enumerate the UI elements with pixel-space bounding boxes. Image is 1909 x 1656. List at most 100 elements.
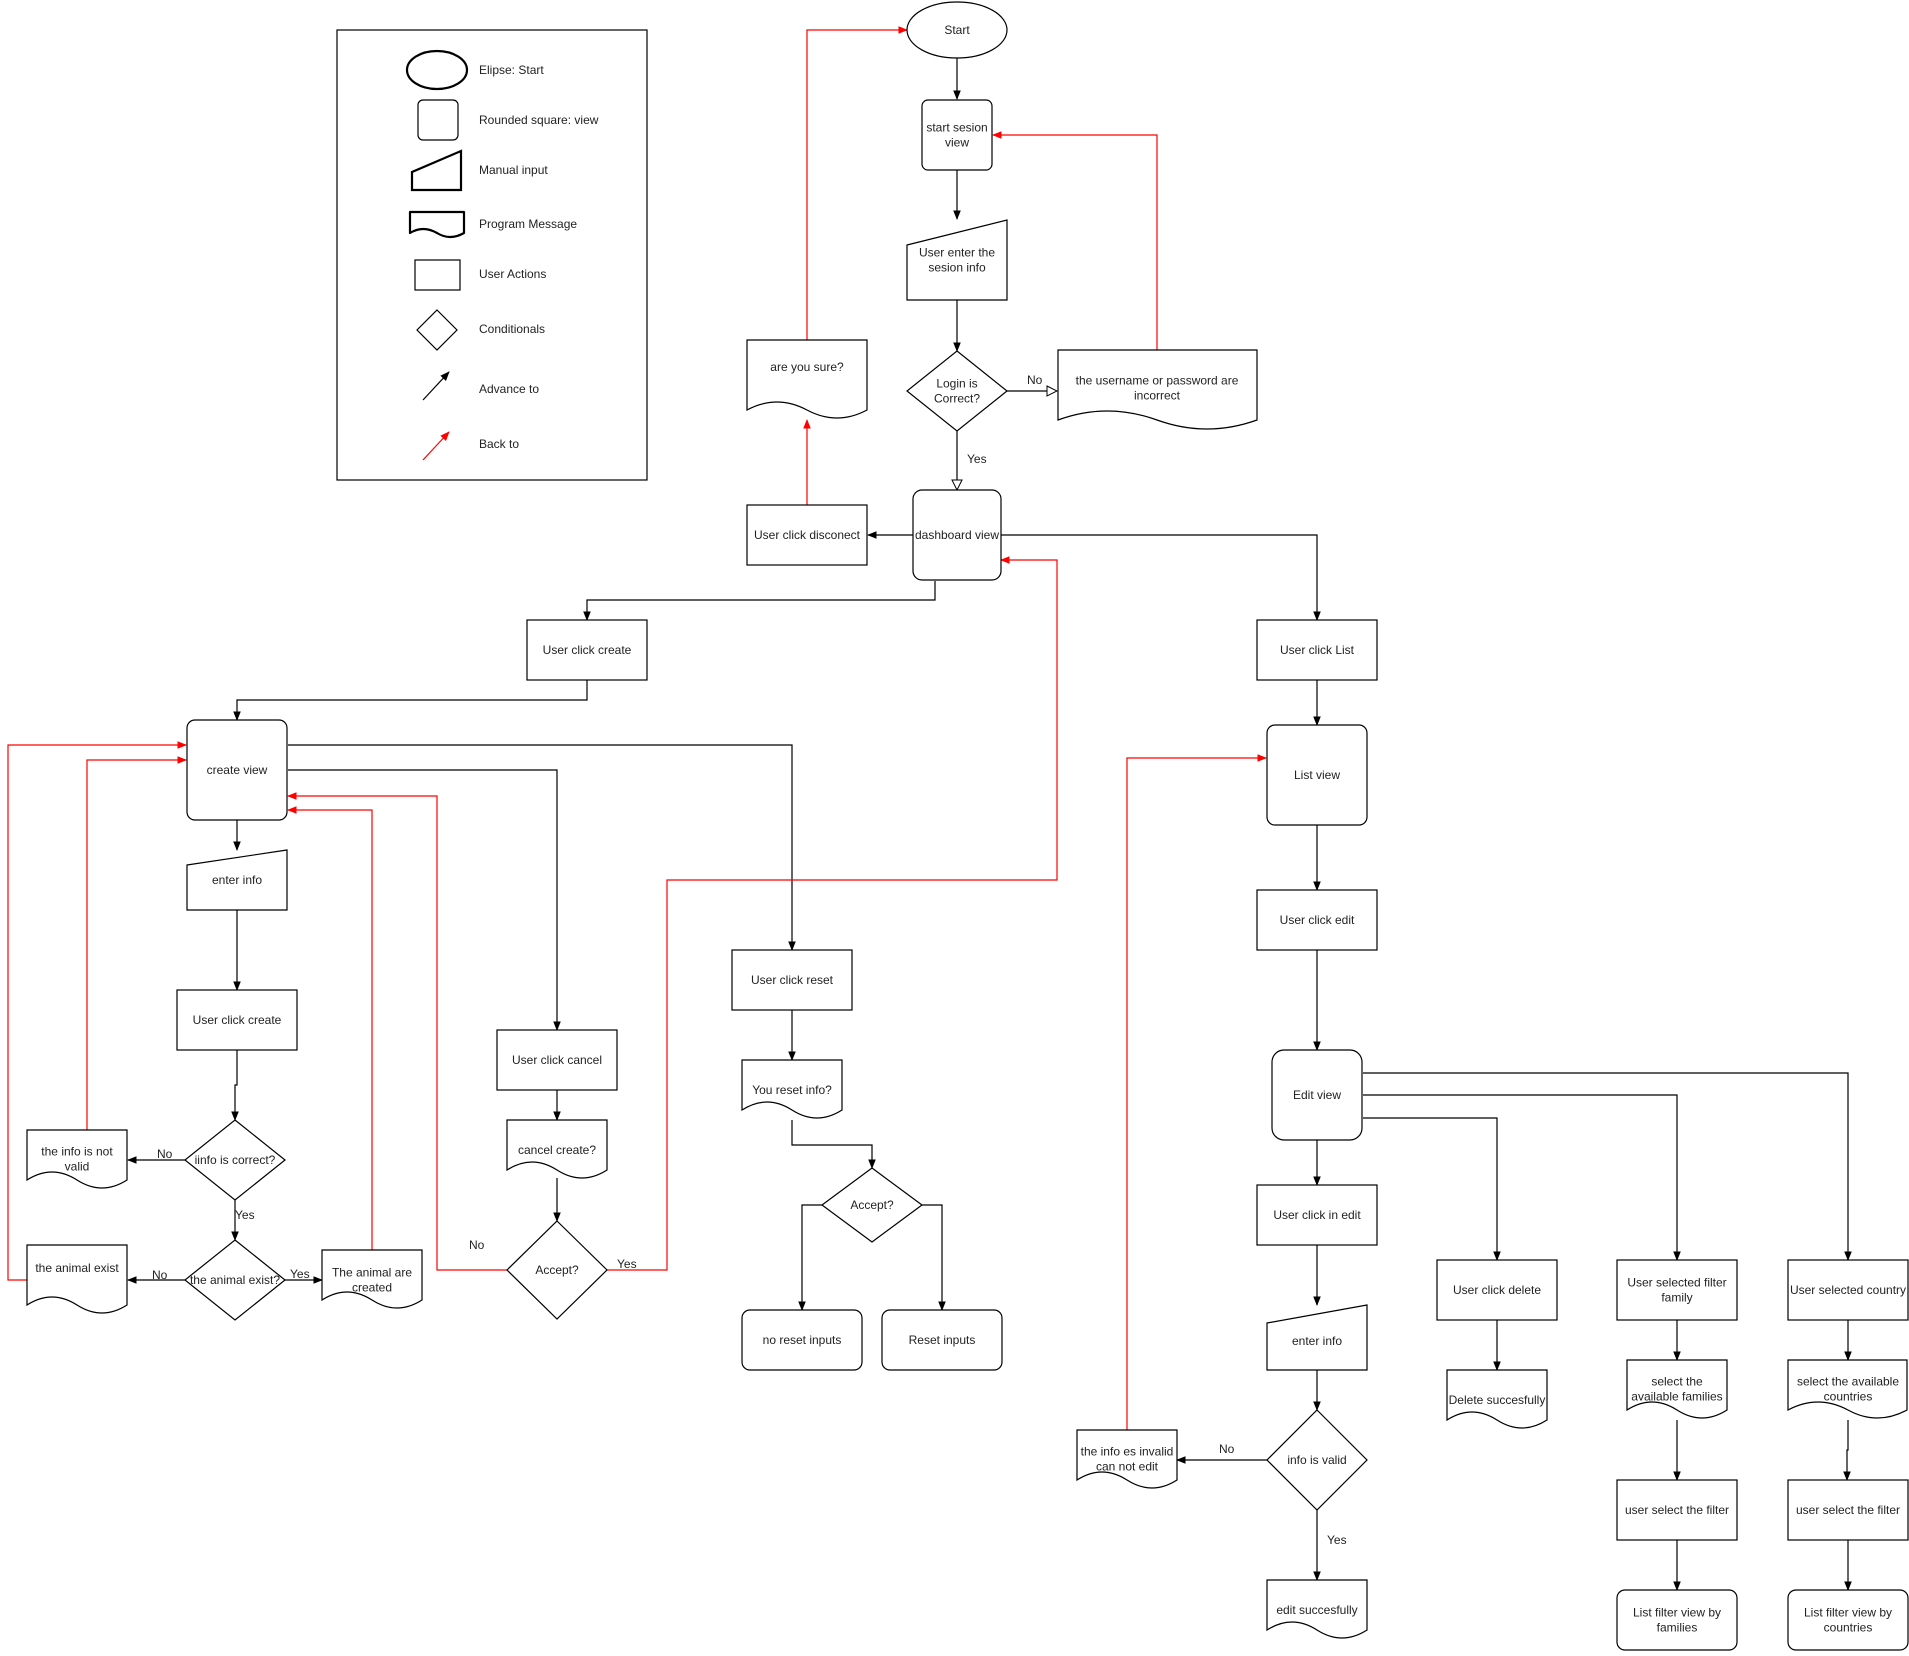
node-label-line: User click cancel [512, 1053, 602, 1067]
legend-label: Advance to [479, 382, 539, 396]
start-session-view [921, 99, 993, 171]
node-label-line: Reset inputs [909, 1333, 976, 1347]
edge-dash-to-list [1001, 534, 1321, 621]
edge-labels: No Yes No Yes No Yes No Yes No Yes [152, 373, 1347, 1547]
node-label-line: incorrect [1134, 389, 1181, 403]
legend-label: User Actions [479, 267, 546, 281]
node-label: dashboard view [915, 528, 999, 542]
node-label-line: start sesion [926, 121, 987, 135]
node-label-line: List view [1294, 768, 1340, 782]
node-label-line: Accept? [850, 1198, 894, 1212]
user-click-delete-action [1436, 1259, 1558, 1321]
node-label: User click disconect [754, 528, 861, 542]
legend-label: Conditionals [479, 322, 545, 336]
node-label: User click cancel [512, 1053, 602, 1067]
node-label: List view [1294, 768, 1340, 782]
node-label: edit succesfully [1276, 1603, 1357, 1617]
node-label-line: User enter the [919, 246, 995, 260]
node-label-line: family [1661, 1291, 1692, 1305]
node-label-line: countries [1824, 1621, 1873, 1635]
enter-info-edit-input [1266, 1304, 1368, 1371]
node-label-line: Login is [936, 377, 977, 391]
list-view [1266, 724, 1368, 826]
node-label-line: the username or password are [1076, 374, 1239, 388]
node-label-line: valid [65, 1160, 90, 1174]
edge-label: No [157, 1147, 173, 1161]
edge-view-to-cancel [288, 769, 561, 1031]
legend-label: Elipse: Start [479, 63, 544, 77]
node-label: enter info [1292, 1334, 1342, 1348]
node-label-line: User click create [193, 1013, 282, 1027]
node-label-line: enter info [212, 873, 262, 887]
edge-label: Yes [1327, 1533, 1347, 1547]
node-label: User click delete [1453, 1283, 1541, 1297]
edge-label: Yes [290, 1267, 310, 1281]
node-label-line: enter info [1292, 1334, 1342, 1348]
edit-success-message [1266, 1579, 1368, 1639]
accept-reset-decision [820, 1167, 924, 1243]
edit-invalid-message [1076, 1429, 1178, 1489]
login-incorrect-message [1057, 349, 1258, 430]
info-correct-decision [184, 1119, 286, 1201]
node-label: User click reset [751, 973, 834, 987]
edge-back-incorrect-to-session [992, 131, 1158, 350]
select-families-message [1626, 1359, 1728, 1419]
node-label-line: The animal are [332, 1266, 412, 1280]
node-label: User click edit [1280, 913, 1355, 927]
node-label: iinfo is correct? [195, 1153, 276, 1167]
edge-back-cancel-no-to-create [287, 792, 507, 1271]
manual-input-icon [410, 149, 463, 192]
node-label-line: info is valid [1287, 1453, 1346, 1467]
edge-back-exist-to-create [7, 741, 187, 1281]
node-label-line: view [945, 136, 969, 150]
edge-accept-reset [922, 1204, 946, 1311]
create-view [186, 719, 288, 821]
node-label-line: Delete succesfully [1449, 1393, 1546, 1407]
node-label-line: Edit view [1293, 1088, 1341, 1102]
node-label-line: can not edit [1096, 1460, 1159, 1474]
edge-view-to-reset [288, 744, 796, 951]
black-arrow-icon [422, 371, 450, 401]
edge-edit-to-delete [1363, 1117, 1501, 1261]
legend: Elipse: Start Rounded square: view Manua… [336, 29, 648, 481]
you-reset-info-message [741, 1059, 843, 1119]
node-label-line: List filter view by [1633, 1606, 1721, 1620]
edge-select-to-filter-cty [1843, 1420, 1851, 1481]
legend-label: Back to [479, 437, 519, 451]
node-label: cancel create? [518, 1143, 596, 1157]
user-click-cancel-action [496, 1029, 618, 1091]
edge-label: Yes [235, 1208, 255, 1222]
node-label-line: sesion info [928, 261, 986, 275]
node-label-line: user select the filter [1796, 1503, 1900, 1517]
user-select-filter-family-action [1616, 1479, 1738, 1541]
node-label: User click create [193, 1013, 282, 1027]
node-label: Accept? [535, 1263, 579, 1277]
animal-exist-decision [184, 1239, 286, 1321]
user-click-list-action [1256, 619, 1378, 681]
node-label-line: are you sure? [770, 360, 844, 374]
node-label-line: User click create [543, 643, 632, 657]
node-label-line: countries [1824, 1390, 1873, 1404]
legend-label: Program Message [479, 217, 577, 231]
node-label-line: the animal exist? [190, 1273, 280, 1287]
node-label-line: families [1657, 1621, 1698, 1635]
diamond-icon [416, 309, 458, 351]
node-label-line: user select the filter [1625, 1503, 1729, 1517]
edge-back-sure-to-start [806, 26, 908, 340]
edge-dash-to-create [583, 581, 936, 621]
node-label: Delete succesfully [1449, 1393, 1546, 1407]
node-label-line: User click edit [1280, 913, 1355, 927]
edge-back-invalid-to-create [86, 756, 187, 1130]
node-label: no reset inputs [763, 1333, 842, 1347]
node-label: user select the filter [1625, 1503, 1729, 1517]
edge-click-to-info [231, 1050, 239, 1121]
user-selected-filter-family-action [1616, 1259, 1738, 1321]
node-label-line: select the available [1797, 1375, 1899, 1389]
